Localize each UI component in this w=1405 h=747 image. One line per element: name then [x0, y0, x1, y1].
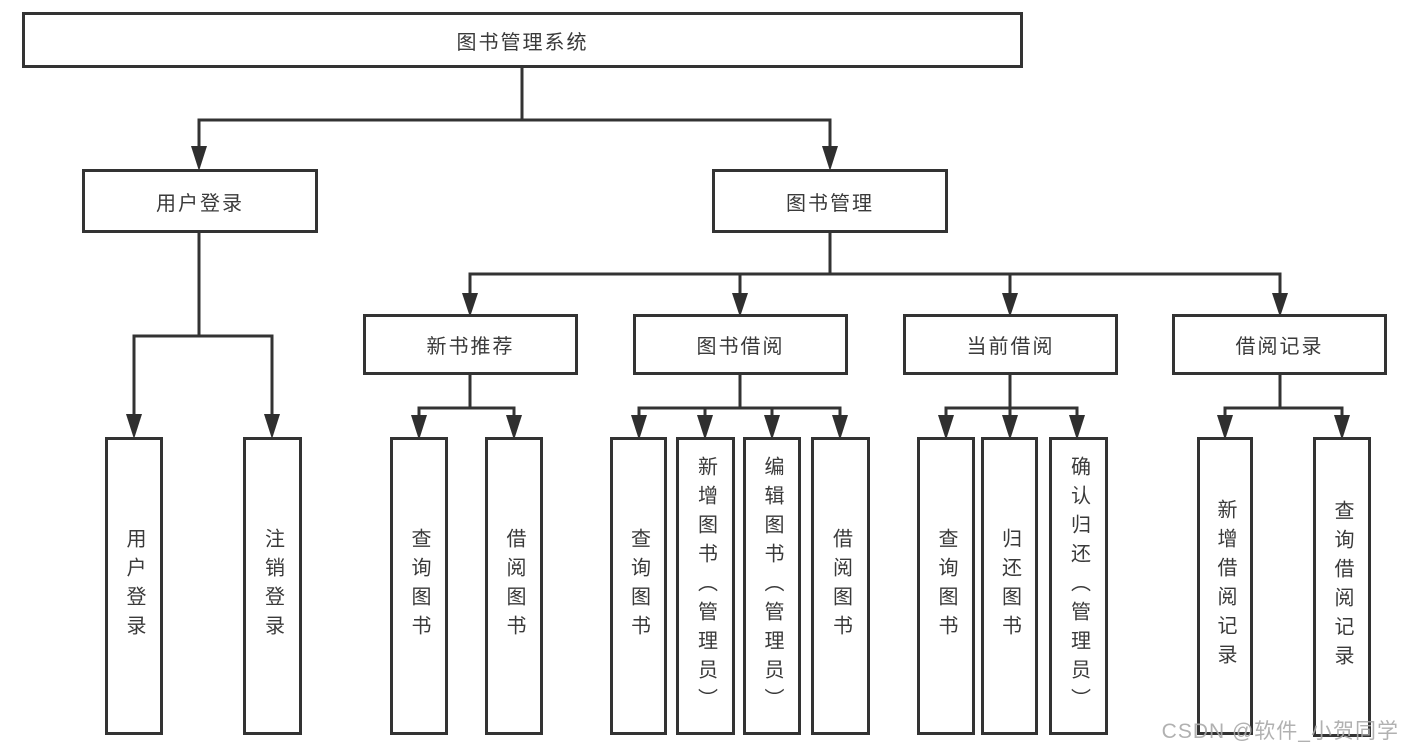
csdn-watermark: CSDN @软件_小贺同学: [1161, 720, 1399, 743]
node-label: 图书借阅: [696, 336, 785, 358]
node-label: 当前借阅: [966, 336, 1055, 358]
leaf-bb-add-books-admin: 新增图书（管理员）: [676, 437, 735, 735]
leaf-cb-query-books: 查询图书: [917, 437, 975, 735]
node-label: 用户登录: [156, 192, 244, 215]
node-label: 用户登录: [123, 528, 145, 644]
node-new-book-recommendation: 新书推荐: [363, 314, 578, 375]
node-label: 注销登录: [261, 528, 284, 644]
connector-root-to-level2: [191, 66, 838, 171]
node-label: 归还图书: [998, 528, 1021, 644]
node-label: 借阅记录: [1235, 336, 1324, 358]
node-label: 图书管理: [786, 192, 874, 215]
node-label: 查询借阅记录: [1331, 500, 1353, 674]
node-label: 新增图书（管理员）: [694, 455, 717, 717]
connector-current-borrow-to-leaves: [938, 373, 1085, 440]
node-user-login: 用户登录: [82, 169, 318, 233]
node-book-borrowing: 图书借阅: [633, 314, 848, 375]
leaf-rec-borrow-books: 借阅图书: [485, 437, 543, 735]
connector-new-book-rec-to-leaves: [411, 373, 522, 440]
leaf-user-login: 用户登录: [105, 437, 163, 735]
leaf-cb-confirm-return-admin: 确认归还（管理员）: [1049, 437, 1108, 735]
node-current-borrowing: 当前借阅: [903, 314, 1118, 375]
node-borrowing-records: 借阅记录: [1172, 314, 1387, 375]
node-label: 新增借阅记录: [1214, 499, 1236, 673]
leaf-bb-edit-books-admin: 编辑图书（管理员）: [743, 437, 801, 735]
connector-book-borrow-to-leaves: [631, 373, 848, 440]
leaf-rec-query-books: 查询图书: [390, 437, 448, 735]
leaf-logout: 注销登录: [243, 437, 302, 735]
node-label: 编辑图书（管理员）: [761, 455, 783, 717]
node-label: 图书管理系统: [456, 31, 589, 54]
node-label: 借阅图书: [503, 528, 525, 644]
connector-borrow-records-to-leaves: [1217, 373, 1350, 440]
connector-user-login-to-leaves: [126, 231, 280, 439]
leaf-bb-borrow-books: 借阅图书: [811, 437, 870, 735]
node-label: 查询图书: [935, 528, 957, 644]
node-label: 确认归还（管理员）: [1067, 455, 1090, 717]
node-label: 查询图书: [627, 528, 650, 644]
leaf-bb-query-books: 查询图书: [610, 437, 667, 735]
node-label: 借阅图书: [829, 528, 852, 644]
node-label: 查询图书: [408, 528, 430, 644]
node-root-library-management-system: 图书管理系统: [22, 12, 1023, 68]
node-label: 新书推荐: [426, 336, 515, 358]
node-book-management: 图书管理: [712, 169, 948, 233]
connector-book-mgmt-to-level3: [462, 231, 1288, 317]
leaf-br-query-record: 查询借阅记录: [1313, 437, 1371, 737]
leaf-cb-return-books: 归还图书: [981, 437, 1038, 735]
leaf-br-add-record: 新增借阅记录: [1197, 437, 1253, 735]
